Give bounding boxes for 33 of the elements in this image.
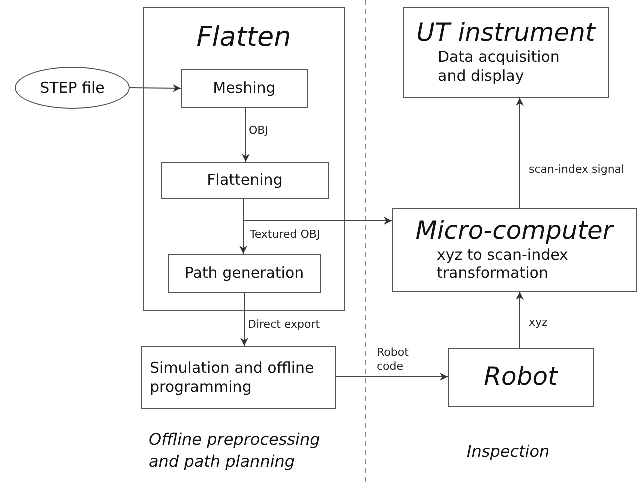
section-label: Inspection — [467, 441, 551, 463]
arrow — [516, 292, 524, 348]
process-box — [392, 208, 637, 292]
box-text: Meshing — [213, 79, 276, 98]
edge-label: Direct export — [248, 318, 320, 332]
process-box — [448, 348, 594, 407]
box-title: Robot — [484, 363, 558, 392]
process-box — [403, 7, 609, 98]
edge-label: scan-index signal — [529, 163, 625, 178]
arrow — [336, 373, 448, 381]
section-label: Offline preprocessing and path planning — [149, 429, 322, 472]
arrow — [242, 108, 250, 162]
arrow — [240, 198, 248, 254]
box-title: UT instrument — [416, 19, 596, 48]
arrow — [240, 292, 248, 346]
box-text: Flattening — [207, 171, 283, 190]
process-box — [168, 254, 321, 293]
arrow — [130, 84, 182, 92]
box-text: Simulation and offline programming — [150, 358, 316, 396]
process-box — [161, 162, 329, 199]
box-text: Data acquisition and display — [437, 48, 561, 86]
box-title: Micro-computer — [416, 216, 614, 246]
edge-label: Textured OBJ — [250, 228, 320, 242]
box-title: Flatten — [196, 22, 292, 54]
group-box — [143, 7, 345, 311]
process-box — [141, 346, 336, 409]
arrow — [244, 198, 392, 225]
box-text: xyz to scan-index transformation — [436, 246, 570, 284]
box-text: Path generation — [184, 264, 304, 283]
edge-label: OBJ — [249, 124, 268, 138]
arrow — [516, 98, 524, 208]
process-box — [181, 69, 308, 108]
box-text: STEP file — [40, 78, 105, 98]
